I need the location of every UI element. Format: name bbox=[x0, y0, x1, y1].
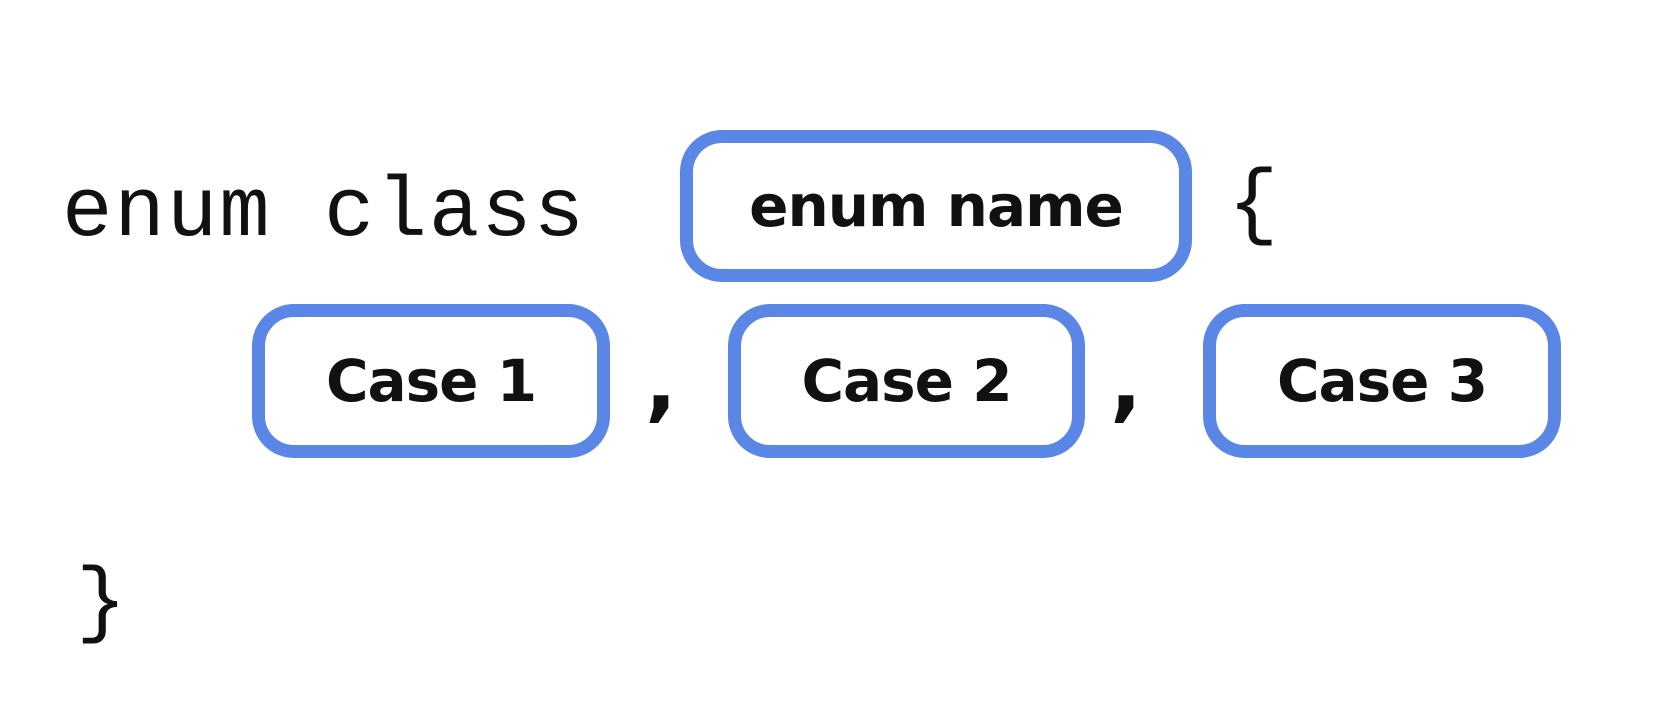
case-2-label: Case 2 bbox=[801, 347, 1012, 415]
comma-separator-1: , bbox=[645, 333, 677, 431]
enum-name-label: enum name bbox=[749, 172, 1124, 240]
case-2-box: Case 2 bbox=[728, 304, 1085, 458]
case-3-box: Case 3 bbox=[1203, 304, 1561, 458]
close-brace: } bbox=[76, 557, 127, 652]
enum-class-keyword: enum class bbox=[62, 166, 587, 261]
open-brace: { bbox=[1228, 159, 1279, 254]
case-3-label: Case 3 bbox=[1276, 347, 1488, 415]
enum-name-box: enum name bbox=[680, 130, 1192, 282]
case-1-box: Case 1 bbox=[252, 304, 610, 458]
case-1-label: Case 1 bbox=[325, 347, 537, 415]
comma-separator-2: , bbox=[1110, 333, 1142, 431]
